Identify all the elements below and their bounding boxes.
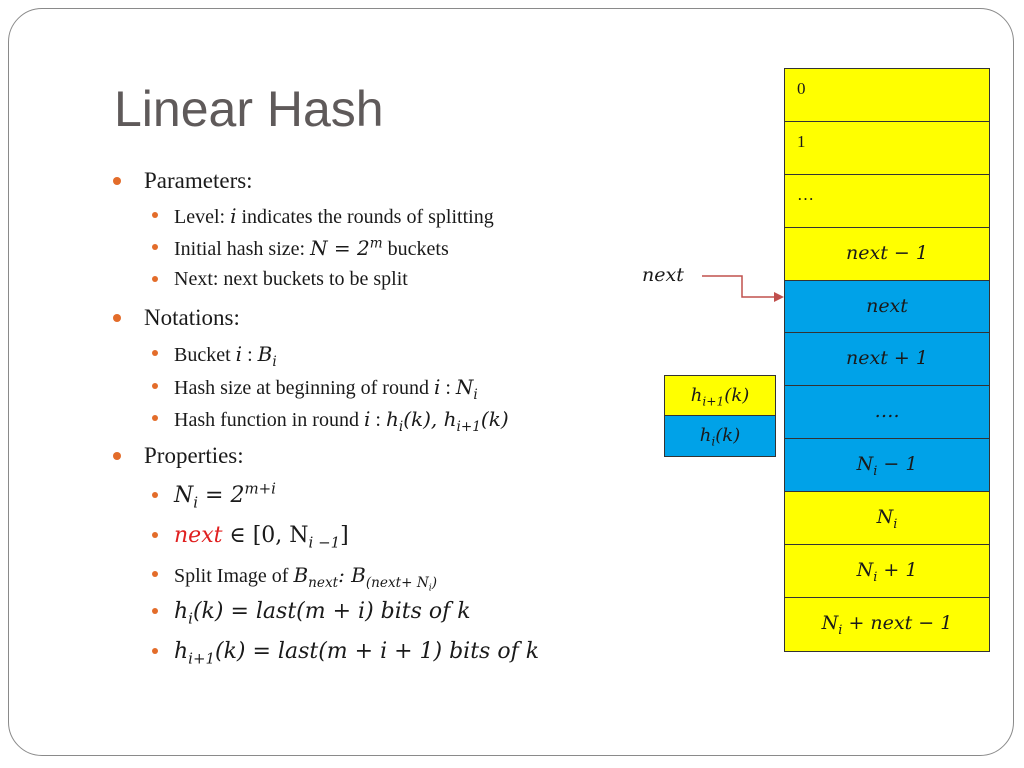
slide-frame [8, 8, 1014, 756]
bucket-cell: Ni − 1 [785, 439, 989, 493]
legend-hi1: hi+1(k) [665, 376, 775, 416]
bucket-cell: … [785, 174, 989, 228]
bucket-cell: Ni + 1 [785, 545, 989, 598]
next-pointer-arrow [702, 275, 784, 302]
bullet-hash-function: Hash function in round i : hi(k), hi+1(k… [152, 407, 509, 434]
bucket-label: Ni + next − 1 [821, 611, 953, 638]
bucket-cell: next [785, 280, 989, 334]
bucket-label: … [797, 184, 814, 204]
bullet-prop-next-range: next ∈ [0, Ni −1] [152, 522, 349, 550]
bucket-cell: next − 1 [785, 227, 989, 281]
bucket-cell: 1 [785, 121, 989, 175]
bullet-level: Level: i indicates the rounds of splitti… [152, 204, 494, 229]
bullet-hash-size: Hash size at beginning of round i : Ni [152, 375, 478, 402]
bucket-label: Ni − 1 [856, 453, 918, 480]
bucket-cell: …. [785, 386, 989, 440]
slide-title: Linear Hash [114, 81, 384, 137]
bullet-properties: Properties: [113, 443, 244, 469]
bullet-prop-ni: Ni = 2m+i [152, 481, 276, 510]
bullet-initial-hash-size: Initial hash size: N = 2m buckets [152, 236, 449, 261]
bucket-label: next [866, 294, 908, 317]
bucket-label: 1 [797, 131, 806, 151]
bucket-label: …. [874, 400, 900, 423]
bucket-label: next + 1 [846, 347, 928, 370]
bucket-label: Ni + 1 [856, 559, 918, 585]
bullet-prop-hi: hi(k) = last(m + i) bits of k [152, 598, 471, 626]
bullet-notations: Notations: [113, 305, 240, 331]
bucket-cell: Ni + next − 1 [785, 597, 989, 651]
bucket-cell: 0 [785, 69, 989, 122]
legend-hi: hi(k) [665, 416, 775, 456]
bucket-cell: next + 1 [785, 333, 989, 387]
bucket-label: 0 [797, 79, 806, 98]
hash-function-legend: hi+1(k) hi(k) [664, 375, 776, 457]
bullet-parameters: Parameters: [113, 168, 253, 194]
bullet-prop-hi1: hi+1(k) = last(m + i + 1) bits of k [152, 638, 539, 666]
next-pointer-label: next [642, 264, 684, 286]
bullet-prop-split-image: Split Image of Bnext: B(next+ Ni) [152, 563, 437, 593]
bucket-label: Ni [876, 506, 898, 532]
bullet-next: Next: next buckets to be split [152, 268, 408, 291]
bucket-label: next − 1 [846, 241, 928, 264]
bullet-bucket: Bucket i : Bi [152, 342, 277, 369]
bucket-table: 0 1 … next − 1 next next + 1 …. Ni − 1 Ni Ni + 1 N… [784, 68, 990, 652]
bucket-cell: Ni [785, 492, 989, 546]
